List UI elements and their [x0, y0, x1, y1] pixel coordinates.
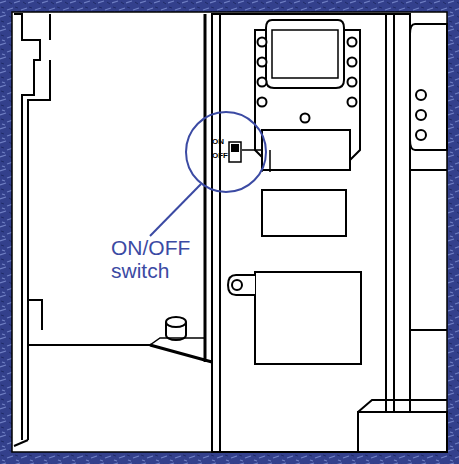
callout-circle [186, 112, 266, 192]
mech-bolt [348, 98, 357, 107]
side-unit [410, 24, 447, 150]
mech-bolt [258, 78, 267, 87]
mech-bolt [348, 38, 357, 47]
leader-line [150, 184, 201, 236]
power-switch [229, 142, 241, 162]
mech-bolt [258, 98, 267, 107]
coin-mech-window [266, 20, 344, 88]
cabinet-wall [150, 14, 212, 362]
base-block [358, 412, 447, 452]
side-bolt [416, 90, 426, 100]
mech-bolt [258, 58, 267, 67]
base-block [358, 400, 447, 412]
panel-cover [255, 272, 361, 364]
mech-bolt [258, 38, 267, 47]
cabinet-floor [14, 345, 150, 446]
panel-rail [220, 14, 386, 452]
side-column [394, 14, 410, 452]
door-edge [28, 14, 50, 440]
switch-position-label: ON [212, 138, 232, 147]
side-bolt [416, 130, 426, 140]
callout-label: ON/OFF switch [111, 236, 207, 282]
door-hinge [28, 300, 42, 330]
mech-bolt [301, 114, 310, 123]
cover-tab [228, 275, 255, 295]
panel-plate [262, 190, 346, 236]
floor-shadow [150, 338, 205, 345]
switch-toggle [231, 144, 239, 152]
switch-position-label: OFF [212, 152, 232, 161]
mech-bolt [348, 78, 357, 87]
mech-bolt [348, 58, 357, 67]
cabinet-drawing [14, 14, 447, 452]
coin-mech-lower [262, 130, 350, 170]
side-bolt [416, 110, 426, 120]
frame-inner-line [12, 12, 447, 452]
mounting-panel [212, 14, 394, 452]
cover-screw [232, 280, 242, 290]
coin-mech-window [272, 30, 338, 78]
post-foot [166, 317, 186, 327]
side-frame [410, 170, 447, 330]
